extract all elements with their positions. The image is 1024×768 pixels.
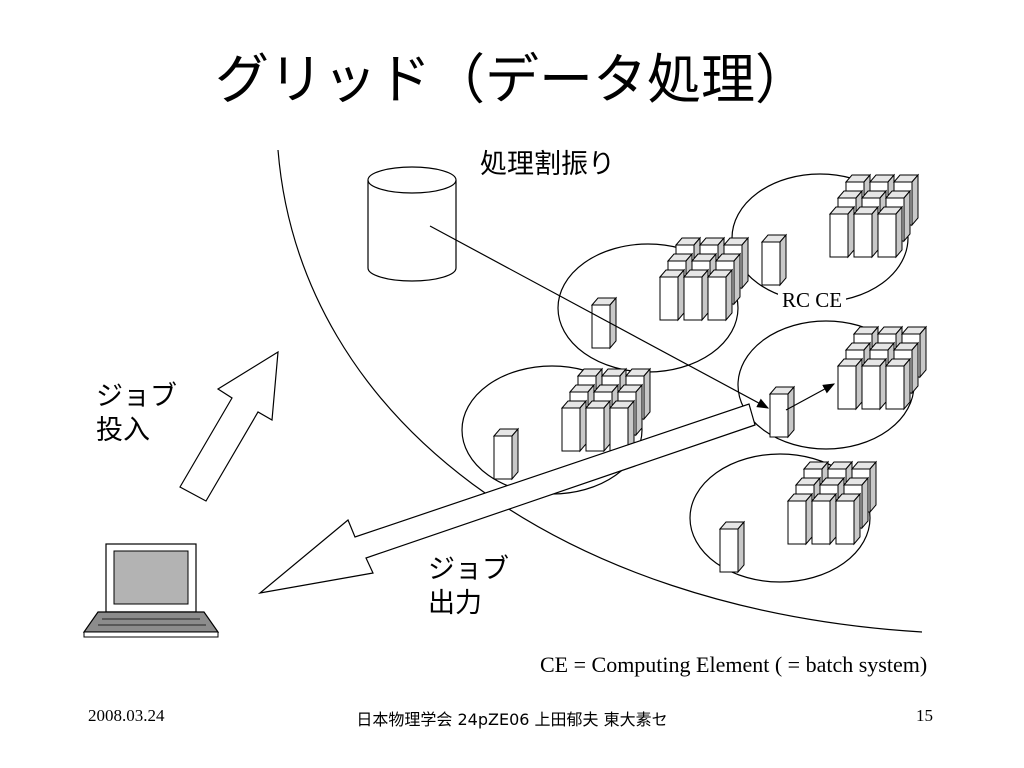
ce-internal-arrow [785, 383, 836, 411]
dispatch-arrow [429, 225, 770, 409]
job-output-label-line1: ジョブ [428, 554, 509, 585]
cluster-upper-middle [557, 238, 748, 373]
job-submit-label-line1: ジョブ [96, 381, 177, 412]
ce-legend: CE = Computing Element ( = batch system) [540, 652, 928, 677]
footer-date: 2008.03.24 [88, 706, 165, 725]
database-cylinder-icon [367, 166, 457, 282]
job-submit-label: ジョブ 投入 [96, 380, 177, 448]
page-number: 15 [916, 706, 933, 725]
job-output-label: ジョブ 出力 [428, 553, 509, 621]
job-submit-arrow [179, 350, 279, 502]
page-title: グリッド（データ処理） [215, 48, 809, 111]
cluster-bottom-right [689, 453, 876, 583]
dispatch-label: 処理割振り [480, 149, 615, 180]
job-output-label-line2: 出力 [428, 588, 482, 619]
job-submit-label-line2: 投入 [96, 415, 150, 446]
laptop-icon [82, 543, 220, 638]
cluster-top-right [731, 173, 918, 303]
rc-ce-label: RC CE [778, 288, 847, 313]
footer-center: 日本物理学会 24pZE06 上田郁夫 東大素セ [356, 710, 668, 729]
grid-boundary-arc [277, 149, 923, 633]
job-output-arrow [257, 403, 756, 594]
